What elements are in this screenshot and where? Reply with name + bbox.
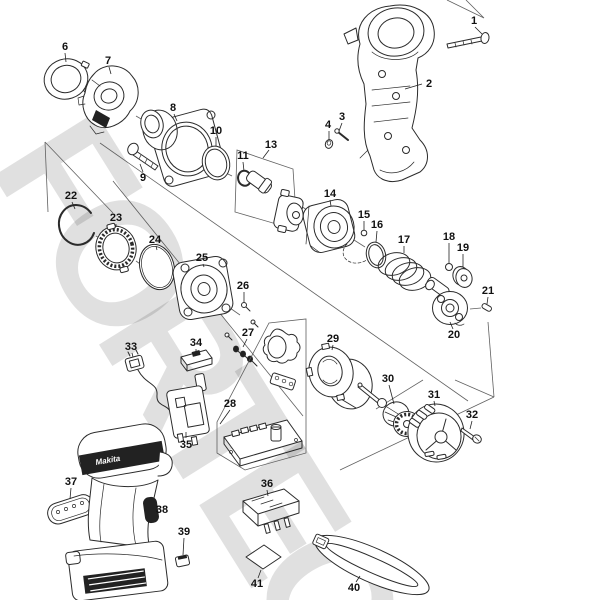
part-23-ring-gear [95,222,137,274]
part-24-o-ring [138,243,176,291]
part-label-23: 23 [110,212,122,224]
part-10-o-ring [201,145,231,181]
part-4-cap [324,139,334,149]
part-label-25: 25 [196,252,208,264]
part-label-37: 37 [65,476,77,488]
part-14-hammer [302,198,356,254]
cam-gasket [262,328,301,364]
part-label-6: 6 [62,41,68,53]
part-20-spindle [425,276,468,326]
part-label-7: 7 [105,55,111,67]
part-26-screw [224,302,259,341]
part-label-36: 36 [261,478,273,490]
part-34-slide-switch [180,349,213,372]
part-22-retaining-ring [57,204,95,246]
part-3-screw [334,128,349,141]
part-label-19: 19 [457,242,469,254]
part-32-screw [460,427,482,444]
part-label-9: 9 [140,172,146,184]
part-label-3: 3 [339,111,345,123]
part-label-22: 22 [65,190,77,202]
part-label-8: 8 [170,102,176,114]
part-label-26: 26 [237,280,249,292]
part-label-21: 21 [482,285,494,297]
part-label-20: 20 [448,329,460,341]
part-41-sheet [245,544,282,570]
part-19-washer [452,266,473,288]
part-label-27: 27 [242,327,254,339]
part-label-1: 1 [471,15,477,27]
part-label-38: 38 [156,504,168,516]
part-label-13: 13 [265,139,277,151]
part-16-washer [365,241,387,269]
part-label-35: 35 [180,439,192,451]
part-label-31: 31 [428,389,440,401]
part-9-bolt [127,142,159,171]
brand-logo: Makita [95,454,122,467]
part-13-anvil-assembly-box [234,149,304,233]
part-label-16: 16 [371,219,383,231]
part-29-stator [305,342,373,410]
part-28-controller-box [216,318,307,471]
part-label-24: 24 [149,234,162,246]
part-35-switch [166,373,210,446]
part-label-30: 30 [382,373,394,385]
part-36-terminal-block [242,488,300,534]
part-label-41: 41 [251,578,263,590]
part-label-17: 17 [398,234,410,246]
part-label-18: 18 [443,231,455,243]
part-labels: 1 2 3 4 6 7 8 9 10 11 13 14 15 16 17 18 … [62,15,494,594]
part-label-28: 28 [224,398,236,410]
part-18-ball [445,263,453,271]
part-1-screw [446,32,490,49]
part-label-2: 2 [426,78,432,90]
part-label-15: 15 [358,209,370,221]
part-11-retaining-clip [237,169,252,187]
part-label-10: 10 [210,125,222,137]
part-38-housing-set: Makita [65,423,173,600]
part-label-40: 40 [348,582,360,594]
part-label-4: 4 [325,119,332,131]
part-15-ball [342,229,370,264]
part-2-motor-housing [343,4,435,183]
part-17-spring [377,252,432,291]
part-40-strap [312,533,430,596]
part-25-bearing-retainer [172,255,234,321]
part-label-32: 32 [466,409,478,421]
part-6-ring [43,58,93,100]
terminal-strip [269,372,296,391]
part-27-screws [233,345,258,367]
part-label-14: 14 [324,188,337,200]
part-21-pin [481,303,492,312]
part-label-34: 34 [190,337,203,349]
part-39-cushion [174,554,191,568]
part-label-29: 29 [327,333,339,345]
part-label-39: 39 [178,526,190,538]
part-7-front-bumper [77,65,139,135]
part-31-fan-unit [407,403,465,463]
part-label-11: 11 [237,150,249,162]
part-label-33: 33 [125,341,137,353]
